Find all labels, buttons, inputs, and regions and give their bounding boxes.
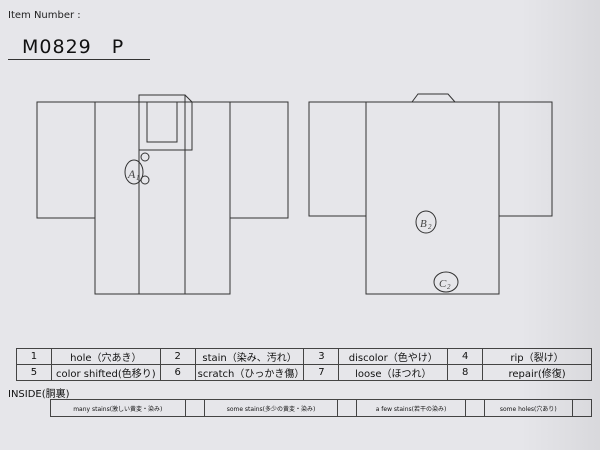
back-mark-subscript-b: 2 <box>428 223 432 231</box>
legend-label: discolor（色やけ） <box>338 348 449 365</box>
legend-num: 8 <box>447 364 484 381</box>
item-number-underline <box>8 59 150 60</box>
front-collar <box>138 94 186 151</box>
back-mark-letter-b: B <box>420 218 427 230</box>
item-number-label: Item Number : <box>8 10 81 21</box>
back-right-sleeve <box>498 101 553 217</box>
back-body <box>365 101 500 295</box>
front-button-top <box>140 152 150 162</box>
legend-label: scratch（ひっかき傷） <box>194 364 305 381</box>
front-mark-subscript: 1 <box>136 174 140 182</box>
front-mark-circle <box>124 159 144 185</box>
back-mark-circle-b <box>415 210 437 234</box>
legend-label: loose（ほつれ） <box>338 364 449 381</box>
item-number-value: M0829 P <box>22 36 125 58</box>
back-mark-letter-c: C <box>439 278 447 290</box>
legend-label: hole（穴あき） <box>50 348 161 365</box>
inside-checkbox[interactable] <box>184 399 205 417</box>
legend-label: repair(修復) <box>482 364 592 381</box>
inside-option-label: some stains(多少の黄変・染み) <box>203 399 339 417</box>
inside-option-label: some holes(穴あり) <box>483 399 574 417</box>
legend-num: 1 <box>16 348 52 365</box>
legend-num: 2 <box>159 348 196 365</box>
front-mark-letter: A <box>127 167 136 181</box>
front-right-sleeve <box>229 101 289 219</box>
inside-row: many stains(激しい黄変・染み) some stains(多少の黄変・… <box>50 399 592 417</box>
back-garment-diagram <box>308 93 553 295</box>
legend-row: 1 hole（穴あき） 2 stain（染み、汚れ） 3 discolor（色や… <box>16 348 592 365</box>
front-garment-diagram <box>36 94 289 295</box>
legend-num: 6 <box>159 364 196 381</box>
front-collar-fold <box>184 94 193 151</box>
legend-label: stain（染み、汚れ） <box>194 348 305 365</box>
inside-checkbox[interactable] <box>464 399 485 417</box>
front-body <box>94 101 231 295</box>
back-mark-subscript-c: 2 <box>447 283 451 291</box>
legend-num: 3 <box>303 348 340 365</box>
legend-label: color shifted(色移り) <box>50 364 161 381</box>
inside-checkbox[interactable] <box>572 399 592 417</box>
front-collar-inner <box>146 101 178 143</box>
back-mark-circle-c <box>433 271 459 293</box>
legend-label: rip（裂け） <box>482 348 592 365</box>
inside-lining-checklist: many stains(激しい黄変・染み) some stains(多少の黄変・… <box>50 399 592 417</box>
back-collar <box>411 93 456 103</box>
back-left-sleeve <box>308 101 367 217</box>
legend-row: 5 color shifted(色移り) 6 scratch（ひっかき傷） 7 … <box>16 364 592 381</box>
inside-checkbox[interactable] <box>337 399 358 417</box>
damage-code-legend: 1 hole（穴あき） 2 stain（染み、汚れ） 3 discolor（色や… <box>16 348 592 381</box>
legend-num: 7 <box>303 364 340 381</box>
inside-title: INSIDE(胴裏) <box>8 389 70 400</box>
inside-option-label: many stains(激しい黄変・染み) <box>50 399 186 417</box>
legend-num: 4 <box>447 348 484 365</box>
inside-option-label: a few stains(若干の染み) <box>356 399 466 417</box>
legend-num: 5 <box>16 364 52 381</box>
garment-diagrams: A 1 B 2 C 2 <box>36 93 553 295</box>
front-left-sleeve <box>36 101 96 219</box>
